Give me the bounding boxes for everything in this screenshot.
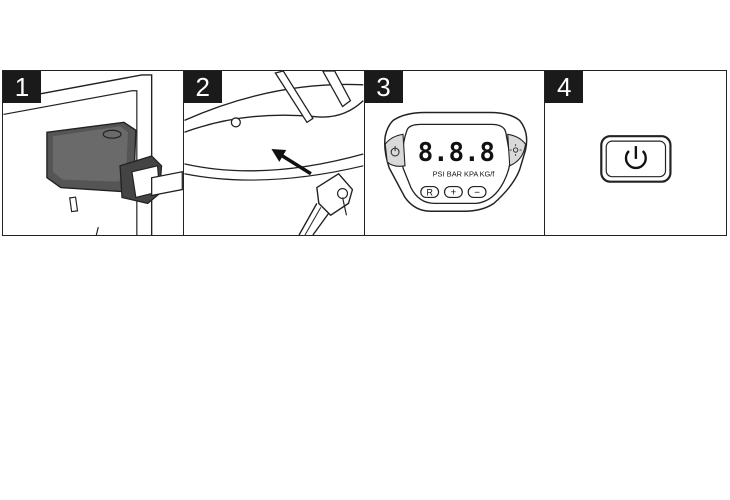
step-number-3: 3	[364, 71, 403, 103]
display-digits: 8.8.8	[417, 138, 494, 168]
unit-bar: BAR	[446, 170, 461, 179]
instruction-steps-strip: 1 2	[2, 70, 727, 236]
attach-nozzle-to-tire-valve-icon	[183, 71, 364, 235]
step-number-2: 2	[183, 71, 222, 103]
unit-psi: PSI	[432, 170, 444, 179]
step-number-4: 4	[545, 71, 584, 103]
svg-text:+: +	[450, 187, 456, 198]
step-panel-1: 1	[3, 71, 184, 235]
plug-into-socket-icon	[3, 74, 183, 235]
svg-text:−: −	[474, 187, 480, 198]
unit-kpa: KPA	[464, 170, 478, 179]
minus-button: −	[467, 185, 487, 198]
step-panel-3: 3 8.8.8 PSI BAR KPA KG/f	[364, 71, 546, 235]
control-panel-display-icon: 8.8.8 PSI BAR KPA KG/f R + −	[383, 111, 527, 213]
unit-kgf: KG/f	[479, 170, 495, 179]
power-button-icon	[600, 135, 672, 183]
step-number-1: 1	[3, 71, 41, 103]
step-panel-4: 4	[545, 71, 726, 235]
reset-button: R	[419, 185, 439, 199]
plus-button: +	[443, 185, 463, 198]
step-panel-2: 2	[183, 71, 365, 235]
svg-text:R: R	[426, 187, 432, 197]
